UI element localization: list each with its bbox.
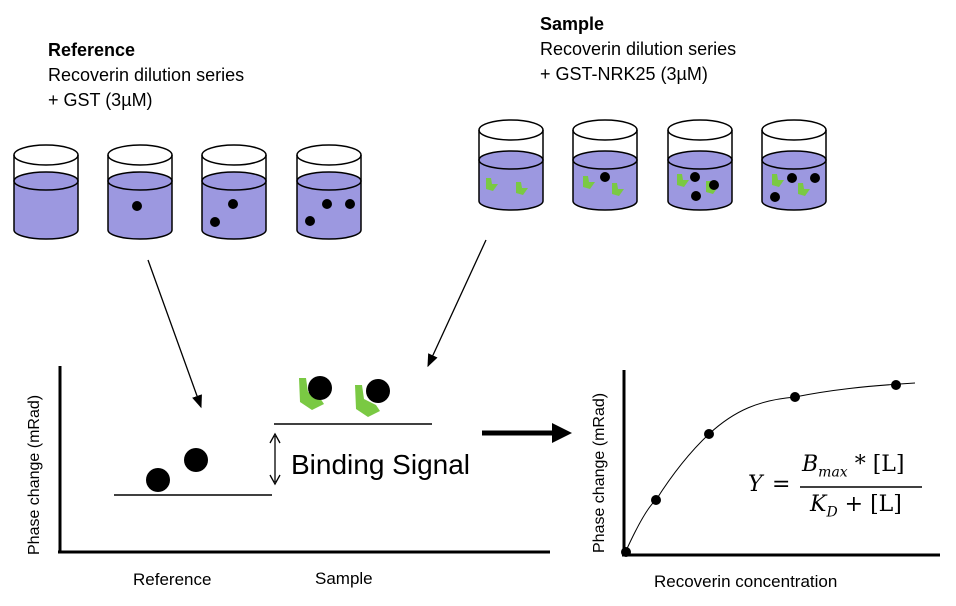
binding-curve-point [651, 495, 661, 505]
signal-plot-ylabel: Phase change (mRad) [26, 394, 43, 555]
sample-line-1: Recoverin dilution series [540, 39, 737, 59]
transition-arrow [482, 423, 572, 443]
signal-plot-xlabel-sample: Sample [315, 569, 373, 588]
binding-curve-point [790, 392, 800, 402]
equation-denominator: KD + [L] [810, 492, 902, 520]
binding-curve-point [891, 380, 901, 390]
reference-beaker-1 [13, 144, 79, 240]
equation-lhs: Y [748, 472, 763, 497]
sample-beaker-2 [572, 119, 638, 211]
sample-line-2: + GST-NRK25 (3µM) [540, 64, 708, 84]
equation-numerator: Bmax * [L] [802, 452, 904, 480]
equation-equals: = [772, 472, 791, 497]
equation-kd-var: K [810, 492, 827, 517]
reference-line-2: + GST (3µM) [48, 90, 153, 110]
binding-curve-axes [622, 370, 940, 557]
sample-complex-1 [299, 376, 332, 410]
reference-title: Reference [48, 40, 136, 60]
equation-numerator-rest: * [L] [847, 452, 905, 477]
sample-arrow [427, 239, 487, 368]
reference-particle-1 [146, 468, 170, 492]
reference-beaker-2 [107, 144, 173, 240]
sample-beaker-3 [667, 119, 733, 211]
binding-curve-point [621, 547, 631, 557]
equation-bmax-sub: max [818, 464, 848, 481]
reference-beaker-3 [201, 144, 267, 240]
reference-line-1: Recoverin dilution series [48, 65, 245, 85]
reference-arrow [147, 259, 202, 409]
binding-curve-xlabel: Recoverin concentration [654, 572, 838, 591]
equation-denominator-rest: + [L] [837, 492, 902, 517]
reference-beaker-4 [296, 144, 362, 240]
binding-signal-bracket [269, 432, 281, 486]
binding-curve-ylabel: Phase change (mRad) [591, 392, 608, 553]
sample-beaker-4 [761, 119, 827, 211]
reference-particle-2 [184, 448, 208, 472]
equation-bmax-var: B [802, 452, 819, 477]
reference-beakers [13, 144, 362, 240]
sample-complex-2 [355, 379, 390, 417]
signal-plot-xlabel-reference: Reference [133, 570, 212, 589]
sample-beaker-1 [478, 119, 544, 211]
sample-beakers [478, 119, 827, 211]
equation-kd-sub: D [826, 504, 838, 521]
binding-signal-label: Binding Signal [291, 449, 471, 480]
sample-title: Sample [540, 14, 605, 34]
binding-curve-point [704, 429, 714, 439]
signal-plot-axes [58, 366, 550, 554]
